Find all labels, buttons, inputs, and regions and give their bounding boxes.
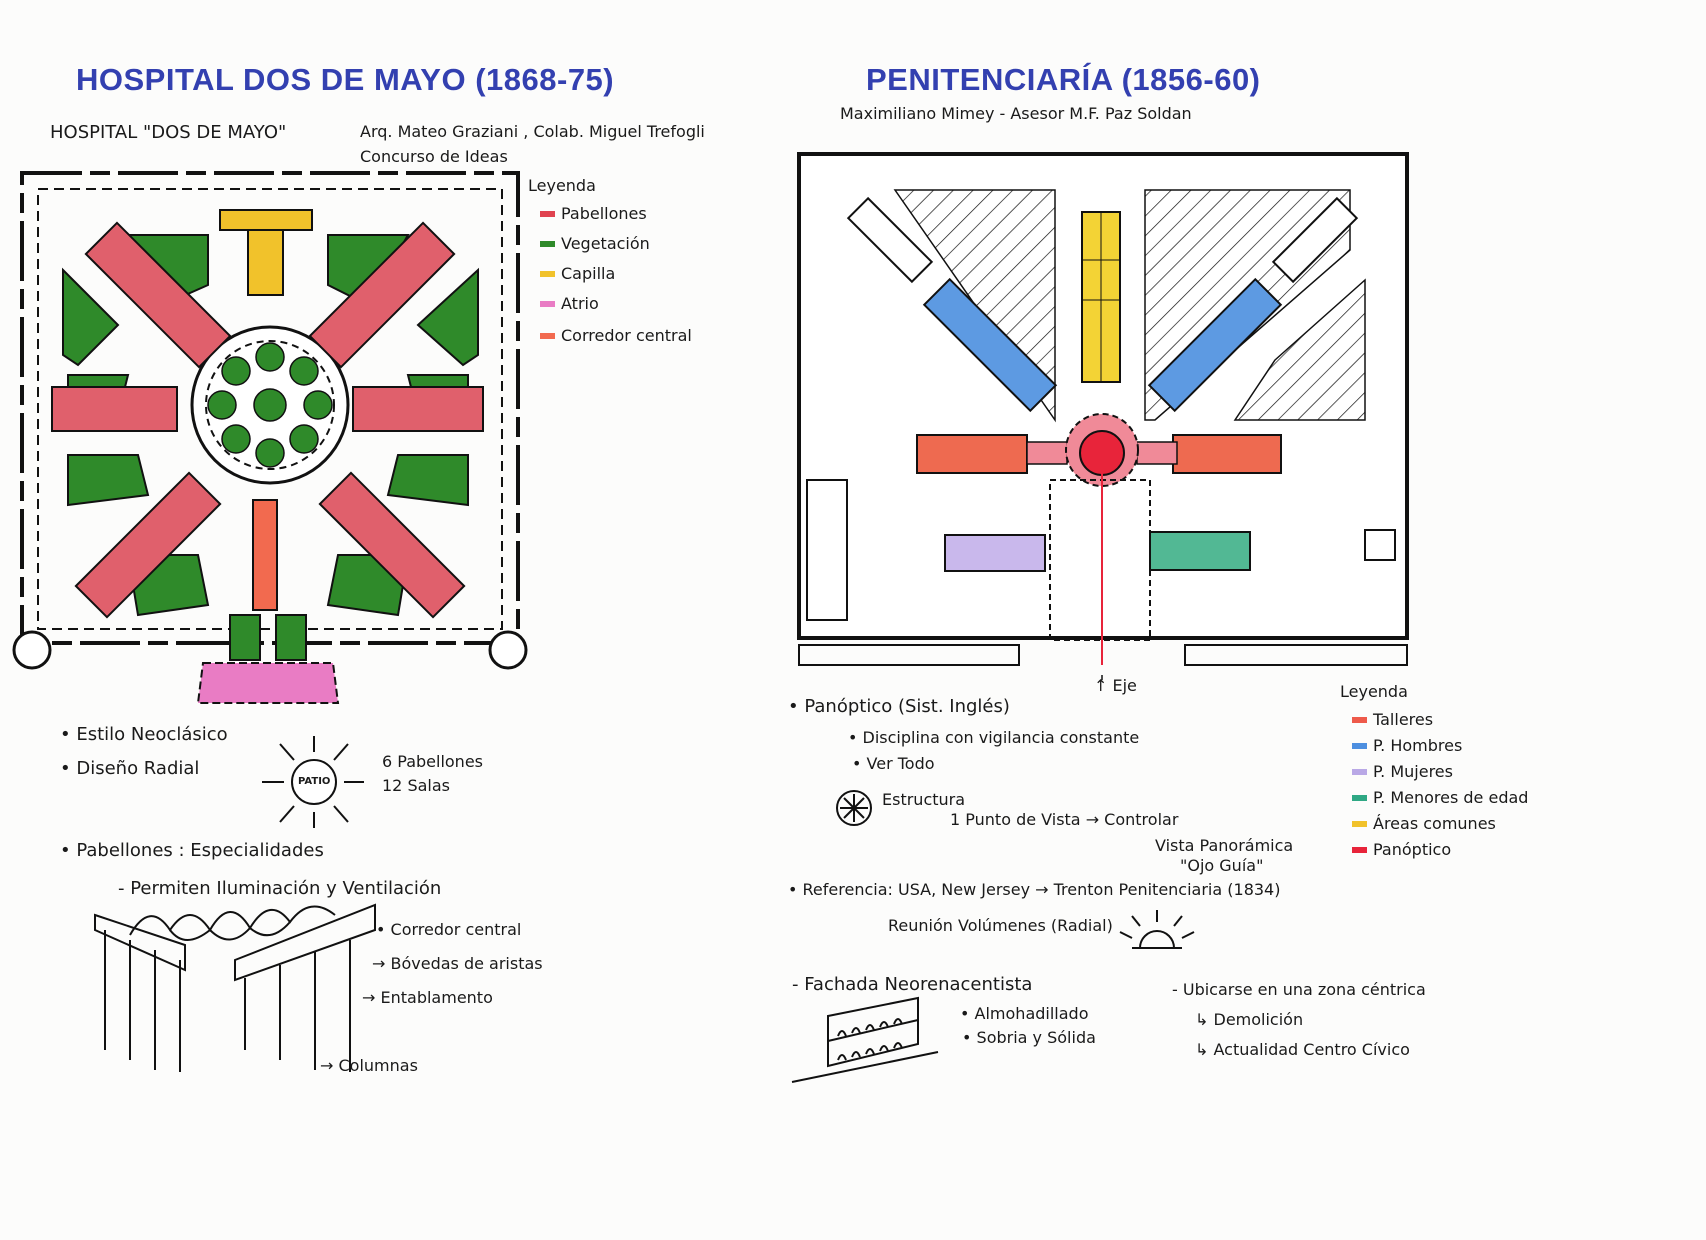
note-see-all-text: Ver Todo — [866, 754, 935, 773]
legend-swatch — [540, 240, 555, 247]
penitentiary-legend-menores: P. Menores de edad — [1352, 788, 1528, 807]
note-reference: • Referencia: USA, New Jersey → Trenton … — [788, 880, 1281, 899]
legend-label: Áreas comunes — [1373, 814, 1496, 833]
note-specialties: • Pabellones : Especialidades — [60, 840, 324, 861]
note-demolition-text: Demolición — [1213, 1010, 1304, 1029]
penitentiary-legend-talleres: Talleres — [1352, 710, 1433, 729]
penitentiary-legend-hombres: P. Hombres — [1352, 736, 1462, 755]
note-location: - Ubicarse en una zona céntrica — [1172, 980, 1426, 999]
note-padding-text: Almohadillado — [974, 1004, 1089, 1023]
note-style-text: Estilo Neoclásico — [76, 724, 228, 745]
note-demolition: ↳ Demolición — [1195, 1010, 1304, 1029]
legend-label: P. Hombres — [1373, 736, 1463, 755]
note-corridor-text: Corredor central — [390, 920, 522, 939]
note-facade-text: Fachada Neorenacentista — [804, 974, 1033, 995]
patio-sun-diagram — [262, 736, 364, 828]
note-facade: - Fachada Neorenacentista — [792, 974, 1033, 995]
note-padding: • Almohadillado — [960, 1004, 1089, 1023]
axis-label: ↑ Eje — [1094, 676, 1137, 695]
note-vaults: → Bóvedas de aristas — [372, 954, 543, 973]
legend-label: Pabellones — [561, 204, 647, 223]
legend-swatch — [540, 332, 555, 339]
note-discipline-text: Disciplina con vigilancia constante — [862, 728, 1140, 747]
legend-swatch — [1352, 794, 1367, 801]
hospital-legend-pabellones: Pabellones — [540, 204, 647, 223]
note-structure: Estructura — [882, 790, 966, 809]
note-specialties-text: Pabellones : Especialidades — [76, 840, 324, 861]
legend-swatch — [1352, 820, 1367, 827]
legend-label: Capilla — [561, 264, 616, 283]
legend-label: Talleres — [1373, 710, 1434, 729]
note-style: • Estilo Neoclásico — [60, 724, 228, 745]
note-sober-text: Sobria y Sólida — [976, 1028, 1096, 1047]
hospital-contest: Concurso de Ideas — [360, 147, 508, 166]
hospital-legend-capilla: Capilla — [540, 264, 615, 283]
legend-label: Atrio — [561, 294, 599, 313]
legend-swatch — [1352, 742, 1367, 749]
hospital-name-label: HOSPITAL "DOS DE MAYO" — [50, 122, 287, 143]
hospital-floor-plan — [12, 171, 528, 704]
hospital-architect: Arq. Mateo Graziani , Colab. Miguel Tref… — [360, 122, 705, 141]
note-guide-eye: "Ojo Guía" — [1180, 856, 1264, 875]
note-location-text: Ubicarse en una zona céntrica — [1182, 980, 1426, 999]
penitentiary-title: PENITENCIARÍA (1856-60) — [866, 62, 1261, 97]
note-columns-text: Columnas — [338, 1056, 418, 1075]
note-civic: ↳ Actualidad Centro Cívico — [1195, 1040, 1410, 1059]
note-rooms: 12 Salas — [382, 776, 450, 795]
note-one-point: 1 Punto de Vista → Controlar — [950, 810, 1179, 829]
note-entablature: → Entablamento — [362, 988, 493, 1007]
penitentiary-architect: Maximiliano Mimey - Asesor M.F. Paz Sold… — [840, 104, 1192, 123]
legend-swatch — [540, 270, 555, 277]
note-entablature-text: Entablamento — [380, 988, 493, 1007]
note-civic-text: Actualidad Centro Cívico — [1213, 1040, 1410, 1059]
note-discipline: • Disciplina con vigilancia constante — [848, 728, 1140, 747]
asterisk-structure-icon — [836, 790, 872, 826]
legend-label: Panóptico — [1373, 840, 1452, 859]
legend-swatch — [540, 210, 555, 217]
note-light-text: Permiten Iluminación y Ventilación — [130, 878, 442, 899]
legend-label: Vegetación — [561, 234, 650, 253]
legend-label: Corredor central — [561, 326, 692, 345]
penitentiary-floor-plan — [797, 152, 1409, 680]
note-panoptic-text: Panóptico (Sist. Inglés) — [804, 696, 1010, 717]
note-corridor: • Corredor central — [376, 920, 522, 939]
hospital-legend-vegetacion: Vegetación — [540, 234, 650, 253]
legend-label: P. Mujeres — [1373, 762, 1453, 781]
note-columns: → Columnas — [320, 1056, 418, 1075]
corridor-vault-sketch — [94, 903, 376, 1072]
legend-label: P. Menores de edad — [1373, 788, 1529, 807]
note-panoptic: • Panóptico (Sist. Inglés) — [788, 696, 1010, 717]
note-reference-text: Referencia: USA, New Jersey → Trenton Pe… — [802, 880, 1281, 899]
half-sun-icon — [1119, 910, 1195, 949]
facade-sketch — [791, 996, 939, 1083]
penitentiary-legend-panoptico: Panóptico — [1352, 840, 1451, 859]
patio-label: PATIO — [298, 776, 331, 787]
penitentiary-legend-comunes: Áreas comunes — [1352, 814, 1496, 833]
hospital-legend-atrio: Atrio — [540, 294, 599, 313]
hospital-legend-corredor: Corredor central — [540, 326, 692, 345]
penitentiary-legend-heading: Leyenda — [1340, 682, 1408, 701]
note-volumes: Reunión Volúmenes (Radial) — [888, 916, 1113, 935]
legend-swatch — [540, 300, 555, 307]
note-panoramic: Vista Panorámica — [1155, 836, 1294, 855]
note-pavilions: 6 Pabellones — [382, 752, 483, 771]
note-design: • Diseño Radial — [60, 758, 200, 779]
note-design-text: Diseño Radial — [76, 758, 200, 779]
note-light: - Permiten Iluminación y Ventilación — [118, 878, 442, 899]
legend-swatch — [1352, 768, 1367, 775]
axis-label-text: Eje — [1112, 676, 1137, 695]
note-vaults-text: Bóvedas de aristas — [390, 954, 543, 973]
penitentiary-legend-mujeres: P. Mujeres — [1352, 762, 1453, 781]
hospital-legend-heading: Leyenda — [528, 176, 596, 195]
note-sober: • Sobria y Sólida — [962, 1028, 1096, 1047]
legend-swatch — [1352, 846, 1367, 853]
note-see-all: • Ver Todo — [852, 754, 935, 773]
legend-swatch — [1352, 716, 1367, 723]
hospital-title: HOSPITAL DOS DE MAYO (1868-75) — [76, 62, 615, 97]
